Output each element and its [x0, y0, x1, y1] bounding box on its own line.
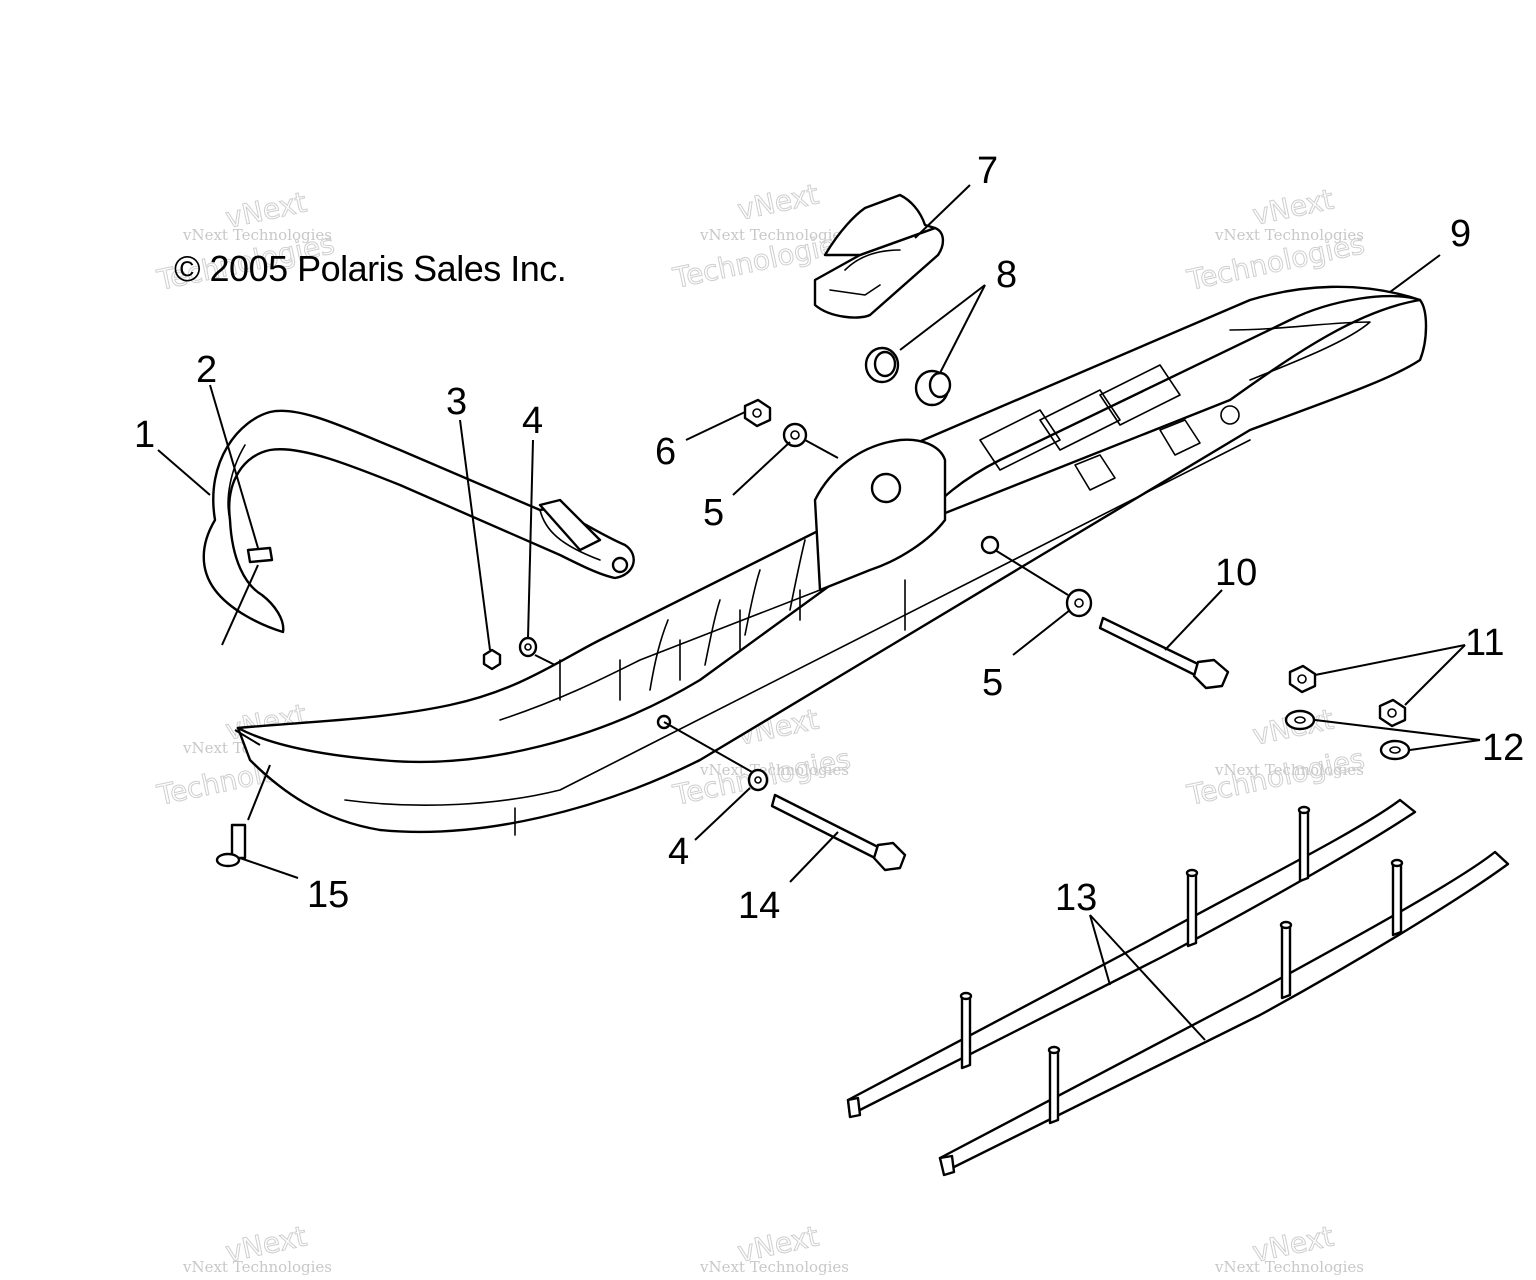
part-13-runner-lower [938, 850, 1510, 1177]
callout-5-upper: 5 [703, 492, 724, 534]
part-10-bolt [1098, 616, 1230, 690]
callout-7: 7 [977, 150, 998, 192]
part-12-washer-right [1379, 739, 1411, 761]
svg-text:vNext: vNext [735, 178, 822, 227]
svg-text:vNext Technologies: vNext Technologies [1214, 761, 1364, 779]
callout-14: 14 [738, 885, 780, 927]
part-2-clip [246, 546, 274, 564]
callout-9: 9 [1450, 213, 1471, 255]
part-4-washer-upper [518, 636, 538, 658]
callout-10: 10 [1215, 552, 1257, 594]
part-12-washer-left [1284, 709, 1316, 731]
callout-13: 13 [1055, 877, 1097, 919]
svg-text:vNext Technologies: vNext Technologies [182, 226, 332, 244]
svg-text:vNext Technologies: vNext Technologies [699, 1258, 849, 1276]
part-11-nut-right [1378, 698, 1407, 728]
ski-body [236, 285, 1428, 836]
watermark-mid-right: vNext Technologies vNext Technologies [1183, 702, 1368, 812]
callout-2: 2 [196, 349, 217, 391]
watermark-bottom-center: vNext Technologies vNext [699, 1219, 849, 1276]
ski-loop-handle [202, 409, 635, 634]
callout-15: 15 [307, 874, 349, 916]
watermark-top-right: vNext Technologies vNext Technologies [1183, 182, 1368, 297]
callout-8: 8 [996, 254, 1017, 296]
part-7-ski-saddle [813, 193, 945, 319]
part-3-nut [482, 648, 502, 671]
callout-4-lower: 4 [668, 831, 689, 873]
part-8-bushing-left [864, 346, 900, 384]
callout-5-lower: 5 [982, 662, 1003, 704]
svg-text:vNext Technologies: vNext Technologies [699, 226, 849, 244]
part-5-washer-upper [782, 422, 808, 448]
svg-text:vNext Technologies: vNext Technologies [699, 761, 849, 779]
callout-1: 1 [134, 414, 155, 456]
part-11-nut-left [1288, 664, 1317, 694]
part-6-nut [743, 398, 772, 428]
callout-12: 12 [1482, 727, 1524, 769]
part-14-bolt [770, 793, 907, 872]
svg-text:Technologies: Technologies [1184, 742, 1368, 812]
svg-text:vNext Technologies: vNext Technologies [1214, 1258, 1364, 1276]
copyright-notice: © 2005 Polaris Sales Inc. [174, 248, 567, 289]
watermark-top-center: vNext Technologies vNext Technologies [669, 177, 854, 295]
callout-11: 11 [1465, 622, 1504, 664]
watermark-bottom-left: vNext Technologies vNext [182, 1219, 332, 1276]
watermark-bottom-right: vNext Technologies vNext [1214, 1219, 1364, 1276]
part-13-runner-upper [846, 798, 1417, 1119]
part-8-bushing-right [914, 369, 952, 407]
part-15-pin [215, 823, 247, 868]
callout-6: 6 [655, 431, 676, 473]
svg-text:vNext: vNext [1250, 183, 1337, 232]
svg-text:vNext Technologies: vNext Technologies [1214, 226, 1364, 244]
callout-labels: 1 2 3 4 4 5 5 6 7 8 9 10 11 12 13 14 15 [134, 150, 1524, 927]
svg-text:vNext Technologies: vNext Technologies [182, 1258, 332, 1276]
part-4-washer-lower [747, 768, 769, 792]
leader-lines [157, 184, 1481, 1041]
callout-4-upper: 4 [522, 400, 543, 442]
callout-3: 3 [446, 381, 467, 423]
part-5-washer-lower [1065, 588, 1093, 618]
